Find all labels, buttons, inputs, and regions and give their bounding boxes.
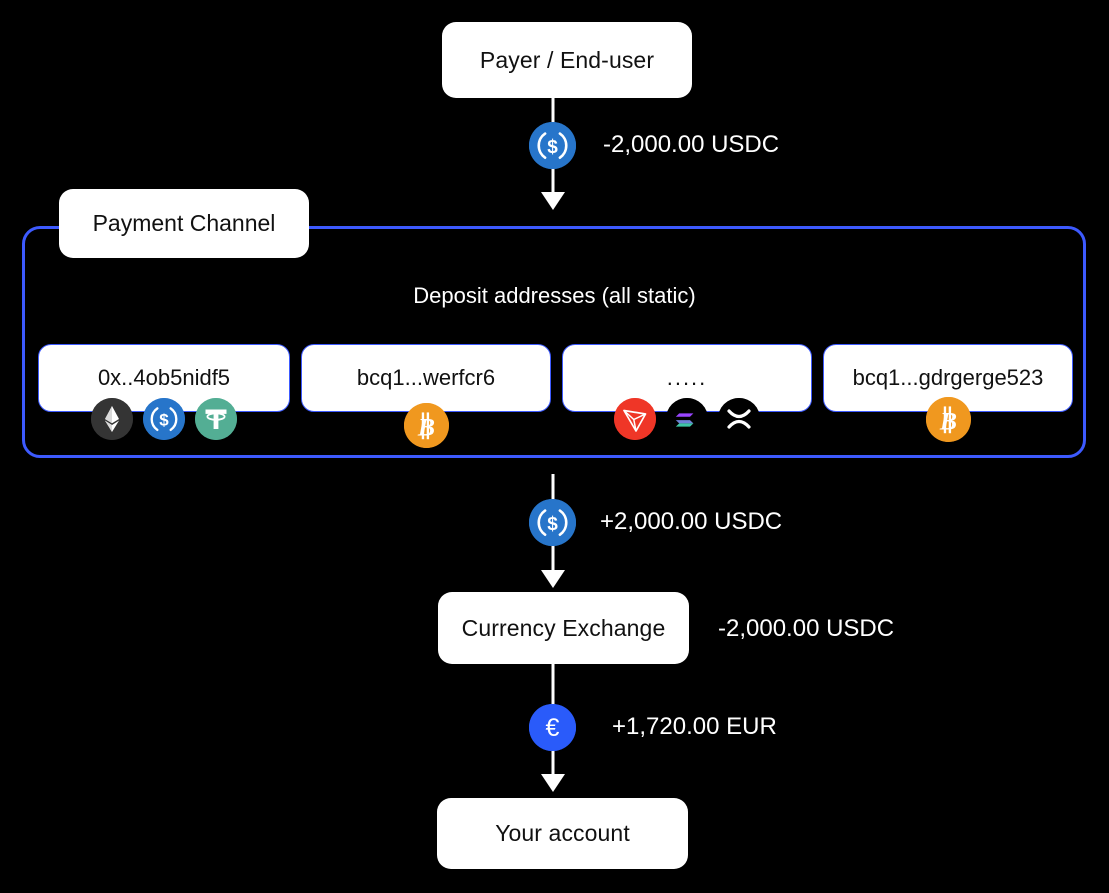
eur-icon: € [529, 704, 576, 751]
amount-payer-to-channel: -2,000.00 USDC [603, 131, 780, 158]
node-payer-label: Payer / End-user [479, 46, 655, 73]
address-label: bcq1...werfcr6 [356, 365, 496, 390]
payment-channel-container [22, 226, 1086, 458]
solana-icon [666, 398, 708, 440]
node-currency-exchange-label: Currency Exchange [461, 614, 666, 641]
payment-channel-label-box: Payment Channel [59, 189, 309, 258]
address-icons-other [562, 398, 812, 440]
usdc-icon: $ [529, 499, 576, 546]
bitcoin-icon: B [403, 402, 449, 448]
address-card-eth[interactable]: 0x..4ob5nidf5 [38, 344, 290, 412]
amount-exchange-to-account: +1,720.00 EUR [612, 713, 777, 740]
svg-text:€: € [546, 714, 560, 742]
node-payer[interactable]: Payer / End-user [442, 22, 692, 98]
address-label: bcq1...gdrgerge523 [852, 365, 1044, 390]
svg-text:$: $ [547, 137, 558, 158]
svg-text:B: B [416, 412, 434, 441]
tether-icon [195, 398, 237, 440]
arrowhead-icon [541, 192, 565, 210]
svg-text:$: $ [159, 411, 169, 430]
address-icons-btc-2: B [823, 396, 1073, 442]
amount-exchange-debit: -2,000.00 USDC [718, 615, 895, 642]
node-your-account[interactable]: Your account [437, 798, 688, 869]
amount-channel-to-exchange: +2,000.00 USDC [600, 508, 783, 535]
usdc-icon: $ [143, 398, 185, 440]
address-card-other[interactable]: ..... [562, 344, 812, 412]
ethereum-icon [91, 398, 133, 440]
address-icons-btc-1: B [301, 402, 551, 448]
arrowhead-icon [541, 570, 565, 588]
tron-icon [614, 398, 656, 440]
deposit-addresses-caption: Deposit addresses (all static) [413, 283, 696, 308]
svg-text:B: B [938, 406, 956, 435]
arrowhead-icon [541, 774, 565, 792]
xrp-icon [718, 398, 760, 440]
node-your-account-label: Your account [495, 820, 630, 846]
address-icons-eth: $ [38, 398, 290, 440]
payment-channel-label: Payment Channel [92, 210, 276, 236]
address-card-btc-1[interactable]: bcq1...werfcr6 [301, 344, 551, 412]
node-currency-exchange[interactable]: Currency Exchange [438, 592, 689, 664]
svg-text:$: $ [547, 514, 558, 535]
address-label: 0x..4ob5nidf5 [97, 365, 231, 390]
usdc-icon: $ [529, 122, 576, 169]
address-label: ..... [666, 365, 708, 390]
bitcoin-icon: B [925, 396, 971, 442]
